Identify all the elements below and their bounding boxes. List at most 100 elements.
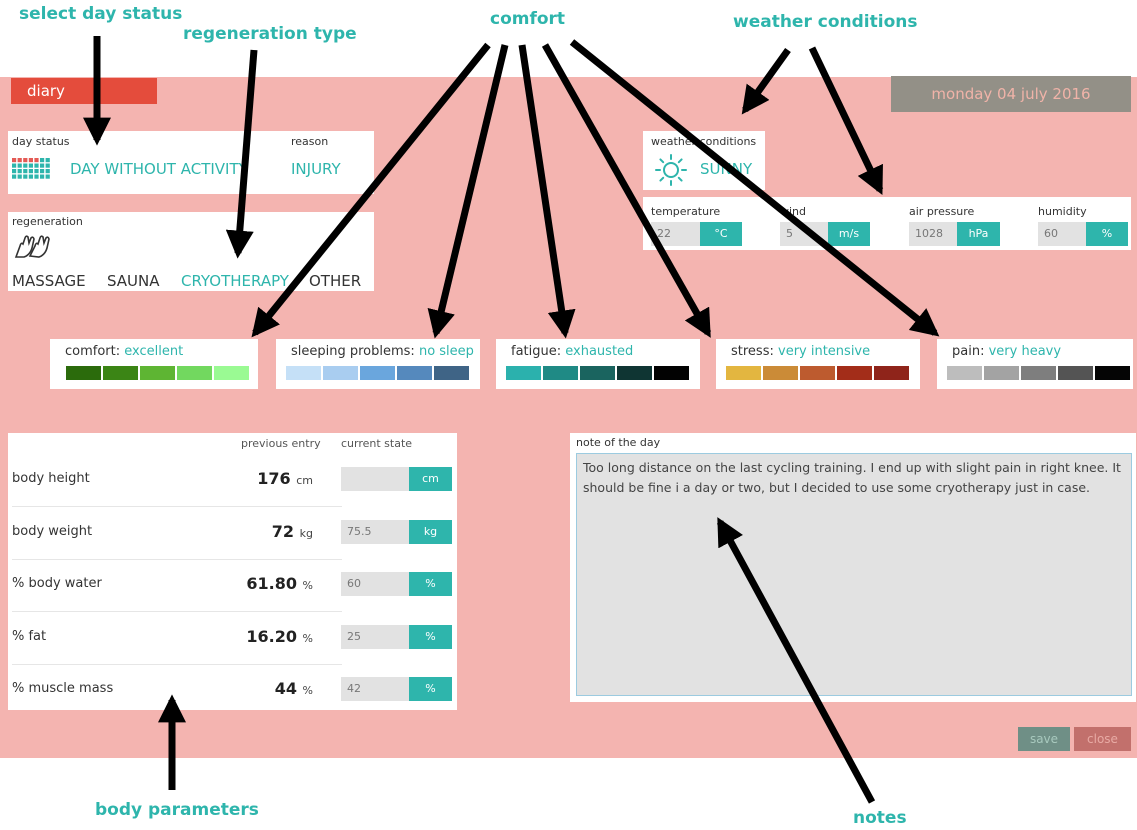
weather-value[interactable]: SUNNY (700, 160, 753, 178)
annotation-weather-conditions: weather conditions (733, 12, 918, 32)
scale-segment[interactable] (543, 366, 578, 380)
current-state-header: current state (341, 437, 413, 450)
save-button[interactable]: save (1018, 727, 1070, 751)
body-param-label: % body water (12, 576, 102, 591)
scale-segment[interactable] (360, 366, 395, 380)
current-state-unit: kg (409, 519, 452, 544)
previous-entry-value: 72 kg (188, 522, 313, 541)
scale-segment[interactable] (434, 366, 469, 380)
scale-segment[interactable] (323, 366, 358, 380)
regeneration-option-massage[interactable]: MASSAGE (12, 272, 86, 290)
row-divider (12, 558, 342, 560)
scale-bar (66, 366, 249, 380)
current-state-unit: % (409, 677, 452, 701)
air-pressure-input[interactable]: 1028 (909, 222, 957, 246)
row-divider (12, 611, 342, 612)
row-divider (12, 506, 342, 507)
scale-segment[interactable] (1021, 366, 1056, 380)
regeneration-option-sauna[interactable]: SAUNA (107, 272, 160, 290)
scale-segment[interactable] (800, 366, 835, 380)
scale-segment[interactable] (1058, 366, 1093, 380)
day-status-value[interactable]: DAY WITHOUT ACTIVITY (70, 160, 248, 178)
tab-diary[interactable]: diary (11, 78, 157, 104)
previous-entry-value: 61.80 % (188, 574, 313, 593)
current-state-input[interactable]: 42 (341, 677, 409, 701)
note-of-the-day-label: note of the day (576, 436, 661, 449)
previous-entry-value: 16.20 % (188, 627, 313, 646)
regeneration-label: regeneration (12, 215, 83, 228)
scale-segment[interactable] (580, 366, 615, 380)
regeneration-option-other[interactable]: OTHER (309, 272, 362, 290)
day-status-label: day status (12, 135, 70, 148)
previous-value-number: 44 (274, 679, 297, 698)
scale-segment[interactable] (177, 366, 212, 380)
body-param-label: % fat (12, 628, 47, 644)
regeneration-panel: regeneration MASSAGE SAUNA CRYOTHERAPY O… (8, 212, 374, 291)
body-param-label: body height (12, 471, 90, 486)
scale-panel: sleeping problems: no sleep (276, 339, 480, 389)
temperature-input[interactable]: 22 (651, 222, 700, 246)
sun-icon (655, 154, 687, 186)
calendar-icon (12, 158, 50, 179)
annotation-comfort: comfort (490, 9, 566, 29)
scale-value: exhausted (565, 344, 634, 359)
scale-segment[interactable] (214, 366, 249, 380)
current-state-input[interactable] (341, 467, 409, 491)
humidity-input[interactable]: 60 (1038, 222, 1086, 246)
wind-input[interactable]: 5 (780, 222, 828, 246)
current-state-input[interactable]: 75.5 (341, 519, 409, 544)
body-param-label: body weight (12, 523, 93, 539)
previous-value-unit: kg (299, 526, 313, 540)
reason-label: reason (291, 135, 329, 148)
note-textarea[interactable]: Too long distance on the last cycling tr… (576, 453, 1132, 696)
close-button[interactable]: close (1074, 727, 1131, 751)
current-state-unit: % (409, 572, 452, 596)
scale-segment[interactable] (947, 366, 982, 380)
wind-label: wind (780, 205, 807, 218)
humidity-unit: % (1086, 222, 1128, 246)
scale-panel: fatigue: exhausted (496, 339, 700, 389)
reason-value[interactable]: INJURY (291, 160, 341, 178)
scale-panel: stress: very intensive (716, 339, 920, 389)
annotation-body-parameters: body parameters (95, 800, 259, 820)
scale-segment[interactable] (874, 366, 909, 380)
scale-segment[interactable] (397, 366, 432, 380)
previous-entry-value: 44 % (188, 679, 313, 698)
air-pressure-label: air pressure (909, 205, 975, 218)
annotation-regeneration-type: regeneration type (183, 24, 357, 44)
previous-value-number: 72 (271, 521, 295, 541)
scale-segment[interactable] (617, 366, 652, 380)
regeneration-option-cryotherapy[interactable]: CRYOTHERAPY (181, 272, 289, 290)
scale-panel: pain: very heavy (937, 339, 1133, 389)
scale-segment[interactable] (140, 366, 175, 380)
temperature-label: temperature (651, 205, 721, 218)
scale-segment[interactable] (286, 366, 321, 380)
previous-entry-value: 176 cm (188, 469, 313, 488)
scale-label: pain: very heavy (952, 344, 1061, 359)
scale-segment[interactable] (103, 366, 138, 380)
body-param-label: % muscle mass (12, 681, 114, 696)
note-of-the-day-panel: note of the day Too long distance on the… (570, 433, 1136, 702)
scale-segment[interactable] (837, 366, 872, 380)
scale-segment[interactable] (726, 366, 761, 380)
scale-panel: comfort: excellent (50, 339, 258, 389)
hands-icon (14, 235, 50, 258)
scale-label: stress: very intensive (731, 344, 870, 359)
day-status-panel: day status DAY WITHOUT ACTIVITY reason I… (8, 131, 374, 194)
previous-entry-header: previous entry (241, 437, 321, 450)
scale-segment[interactable] (66, 366, 101, 380)
scale-bar (726, 366, 909, 380)
current-state-unit: cm (409, 467, 452, 491)
scale-segment[interactable] (763, 366, 798, 380)
scale-segment[interactable] (654, 366, 689, 380)
current-state-input[interactable]: 60 (341, 572, 409, 596)
scale-label: comfort: excellent (65, 344, 183, 359)
scale-value: very intensive (778, 344, 871, 359)
current-state-input[interactable]: 25 (341, 624, 409, 649)
scale-segment[interactable] (506, 366, 541, 380)
scale-segment[interactable] (984, 366, 1019, 380)
scale-segment[interactable] (1095, 366, 1130, 380)
scale-label: fatigue: exhausted (511, 344, 633, 359)
scale-value: very heavy (988, 344, 1062, 359)
air-pressure-unit: hPa (957, 222, 1000, 246)
